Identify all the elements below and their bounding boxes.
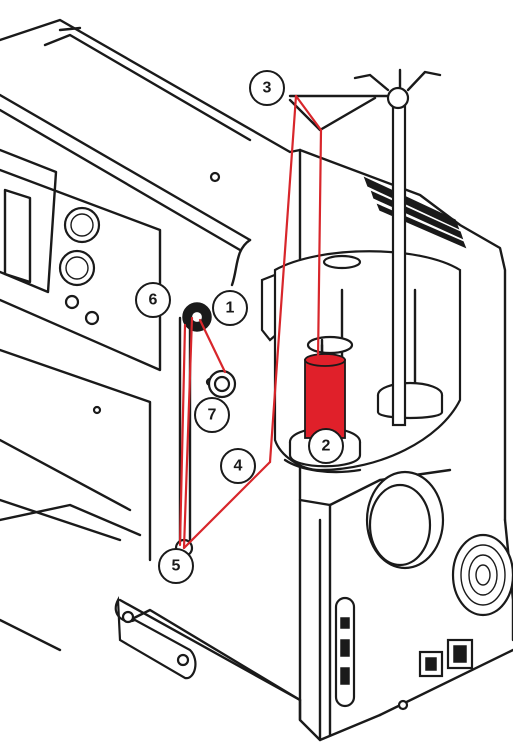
callout-label-6: 6 xyxy=(149,292,158,309)
callout-circle-5 xyxy=(158,548,194,584)
callout-1: 1 xyxy=(212,290,248,326)
callout-5: 5 xyxy=(158,548,194,584)
callout-6: 6 xyxy=(135,282,171,318)
callout-label-7: 7 xyxy=(208,407,217,424)
side-ports xyxy=(334,596,474,708)
callout-circle-4 xyxy=(220,448,256,484)
callout-4: 4 xyxy=(220,448,256,484)
spool-red-body xyxy=(304,359,346,439)
thread-segment-5-to-6 xyxy=(182,316,194,550)
thread-path xyxy=(178,94,323,550)
vent-slots xyxy=(363,176,467,249)
presser-lever xyxy=(114,595,197,680)
callout-circle-6 xyxy=(135,282,171,318)
callout-group: 1 2 3 4 5 6 7 xyxy=(135,70,344,584)
callout-3: 3 xyxy=(249,70,285,106)
callout-circle-1 xyxy=(212,290,248,326)
callout-label-2: 2 xyxy=(322,438,331,455)
callout-circle-3 xyxy=(249,70,285,106)
callout-7: 7 xyxy=(194,397,230,433)
control-knobs xyxy=(58,206,101,326)
callout-label-3: 3 xyxy=(263,80,272,97)
thread-segment-4-to-5 xyxy=(182,460,272,550)
callout-label-5: 5 xyxy=(172,558,181,575)
thread-segment-6-to-7 xyxy=(198,318,227,374)
callout-label-4: 4 xyxy=(234,458,243,475)
callout-2: 2 xyxy=(308,428,344,464)
thread-segment-5b-to-6 xyxy=(178,323,187,547)
thread-segment-guide-to-4 xyxy=(268,94,298,464)
callout-label-1: 1 xyxy=(226,300,235,317)
thread-segment-top-guide xyxy=(294,94,323,132)
callout-circle-7 xyxy=(194,397,230,433)
thread-segment-guide-to-spool xyxy=(316,128,323,362)
callout-circle-2 xyxy=(308,428,344,464)
handwheel xyxy=(365,470,513,617)
